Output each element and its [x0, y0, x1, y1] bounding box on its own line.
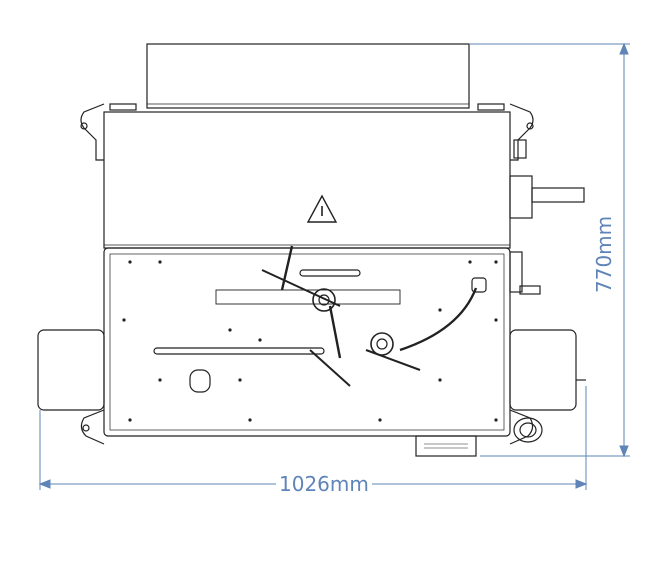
- coil-fitting: [513, 417, 543, 443]
- label-plate: [415, 435, 477, 457]
- side-crank-shaft: [531, 187, 585, 203]
- curved-arm: [399, 287, 478, 352]
- left-side-box: [37, 329, 105, 411]
- left-bottom-ear: [80, 409, 105, 445]
- width-dimension-label: 1026mm: [276, 472, 372, 496]
- right-side-box: [509, 329, 577, 411]
- lever-arm-4: [309, 349, 351, 387]
- roller-1: [312, 288, 336, 312]
- warning-triangle-icon: [306, 194, 338, 223]
- roller-2: [370, 332, 394, 356]
- right-connector: [509, 251, 523, 293]
- lever-arm-3: [328, 305, 342, 359]
- left-mount-ear: [80, 103, 105, 161]
- upper-lid-panel: [103, 111, 511, 249]
- lever-arm-5: [365, 349, 421, 371]
- lever-arm-2: [261, 269, 341, 307]
- height-dimension-label: 770mm: [592, 212, 616, 296]
- lever-arm-1: [280, 245, 294, 291]
- side-crank-housing: [509, 175, 533, 219]
- top-hopper: [146, 43, 470, 109]
- right-mount-ear: [509, 103, 534, 161]
